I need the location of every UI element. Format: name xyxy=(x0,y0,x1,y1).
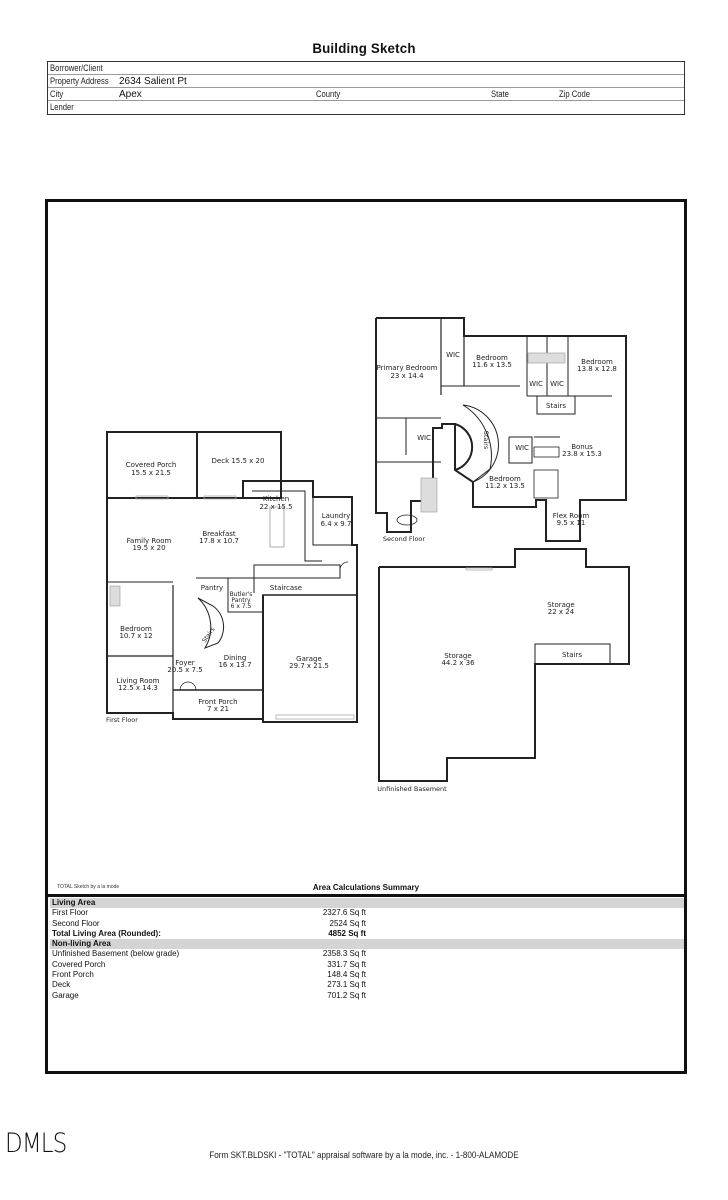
summary-title: Area Calculations Summary xyxy=(312,883,420,892)
room-bedroom-2: Bedroom xyxy=(476,354,508,362)
label-basement: Unfinished Basement xyxy=(377,785,447,793)
svg-text:Stairs: Stairs xyxy=(562,651,582,659)
svg-text:22 x 15.5: 22 x 15.5 xyxy=(259,503,292,511)
summary-total-row: Total Living Area (Rounded):4852 Sq ft xyxy=(52,928,366,938)
room-front-porch: Front Porch xyxy=(198,698,237,706)
room-primary-bedroom: Primary Bedroom xyxy=(377,364,438,372)
room-garage: Garage xyxy=(296,655,322,663)
first-floor-plan xyxy=(106,431,358,723)
section-non-living-area: Non-living Area xyxy=(50,939,684,950)
address-value: 2634 Salient Pt xyxy=(119,76,187,87)
svg-text:9.5 x 11: 9.5 x 11 xyxy=(557,519,586,527)
room-foyer: Foyer xyxy=(175,659,195,667)
second-floor-plan xyxy=(375,317,627,542)
software-credit: TOTAL Sketch by a la mode xyxy=(57,884,120,890)
room-dining: Dining xyxy=(224,654,247,662)
svg-text:Stairs: Stairs xyxy=(201,626,217,644)
room-storage-2: Storage xyxy=(444,652,471,660)
city-value: Apex xyxy=(119,89,142,100)
borrower-label: Borrower/Client xyxy=(50,63,103,73)
svg-text:10.7 x 12: 10.7 x 12 xyxy=(119,632,152,640)
room-covered-porch: Covered Porch xyxy=(126,461,177,469)
svg-text:44.2 x 36: 44.2 x 36 xyxy=(441,659,475,667)
dmls-logo: DMLS xyxy=(5,1128,67,1159)
borrower-row: Borrower/Client xyxy=(48,62,684,75)
form-footer-text: Form SKT.BLDSKI - "TOTAL" appraisal soft… xyxy=(209,1150,519,1160)
room-deck: Deck 15.5 x 20 xyxy=(212,457,265,465)
basement-plan xyxy=(378,548,630,782)
svg-text:Stairs: Stairs xyxy=(546,402,566,410)
svg-text:19.5 x 20: 19.5 x 20 xyxy=(132,544,165,552)
svg-text:Pantry: Pantry xyxy=(231,597,251,604)
svg-text:WIC: WIC xyxy=(529,380,543,388)
svg-text:WIC: WIC xyxy=(446,351,460,359)
zip-label: Zip Code xyxy=(559,89,591,99)
room-bonus: Bonus xyxy=(571,443,593,451)
svg-text:11.2 x 13.5: 11.2 x 13.5 xyxy=(485,482,525,490)
city-row: City Apex County State Zip Code xyxy=(48,88,684,101)
svg-text:29.7 x 21.5: 29.7 x 21.5 xyxy=(289,662,329,670)
summary-header: TOTAL Sketch by a la mode Area Calculati… xyxy=(45,881,687,895)
svg-text:13.8 x 12.8: 13.8 x 12.8 xyxy=(577,365,617,373)
svg-text:WIC: WIC xyxy=(550,380,564,388)
svg-text:WIC: WIC xyxy=(417,434,431,442)
address-label: Property Address xyxy=(50,76,109,86)
svg-text:6 x 7.5: 6 x 7.5 xyxy=(231,603,252,610)
svg-text:12.5 x 14.3: 12.5 x 14.3 xyxy=(118,684,158,692)
room-laundry: Laundry xyxy=(322,512,351,520)
svg-text:17.8 x 10.7: 17.8 x 10.7 xyxy=(199,537,239,545)
room-pantry: Pantry xyxy=(201,584,223,592)
room-bedroom-3: Bedroom xyxy=(581,358,613,366)
label-second-floor: Second Floor xyxy=(383,535,425,543)
svg-text:WIC: WIC xyxy=(515,444,529,452)
room-living: Living Room xyxy=(117,677,160,685)
section-living-area: Living Area xyxy=(50,898,684,909)
room-flex: Flex Room xyxy=(553,512,590,520)
room-bedroom-1: Bedroom xyxy=(120,625,152,633)
lender-row: Lender xyxy=(48,101,684,114)
room-kitchen: Kitchen xyxy=(263,495,289,503)
svg-text:7 x 21: 7 x 21 xyxy=(207,705,229,713)
page-title: Building Sketch xyxy=(312,40,416,56)
sketch-frame xyxy=(45,199,687,1074)
room-staircase: Staircase xyxy=(270,584,302,592)
svg-text:Butler's: Butler's xyxy=(230,591,253,598)
svg-text:Stairs: Stairs xyxy=(482,431,490,450)
svg-text:15.5 x 21.5: 15.5 x 21.5 xyxy=(131,469,171,477)
svg-text:22 x 24: 22 x 24 xyxy=(548,608,575,616)
svg-text:11.6 x 13.5: 11.6 x 13.5 xyxy=(472,361,512,369)
svg-text:23.8 x 15.3: 23.8 x 15.3 xyxy=(562,450,602,458)
city-label: City xyxy=(50,89,64,99)
svg-text:20.5 x 7.5: 20.5 x 7.5 xyxy=(167,666,202,674)
property-info-table: Borrower/Client Property Address 2634 Sa… xyxy=(47,61,685,115)
lender-label: Lender xyxy=(50,102,74,112)
label-first-floor: First Floor xyxy=(106,716,138,724)
room-family: Family Room xyxy=(127,537,172,545)
address-row: Property Address 2634 Salient Pt xyxy=(48,75,684,88)
room-breakfast: Breakfast xyxy=(202,530,236,538)
room-storage-1: Storage xyxy=(547,601,574,609)
svg-text:6.4 x 9.7: 6.4 x 9.7 xyxy=(321,520,352,528)
svg-text:23 x 14.4: 23 x 14.4 xyxy=(390,372,424,380)
room-bedroom-4: Bedroom xyxy=(489,475,521,483)
state-label: State xyxy=(491,89,509,99)
summary-row: Unfinished Basement (below grade)2358.3 … xyxy=(52,949,366,959)
summary-divider xyxy=(48,894,684,897)
svg-text:16 x 13.7: 16 x 13.7 xyxy=(218,661,251,669)
county-label: County xyxy=(316,89,341,99)
